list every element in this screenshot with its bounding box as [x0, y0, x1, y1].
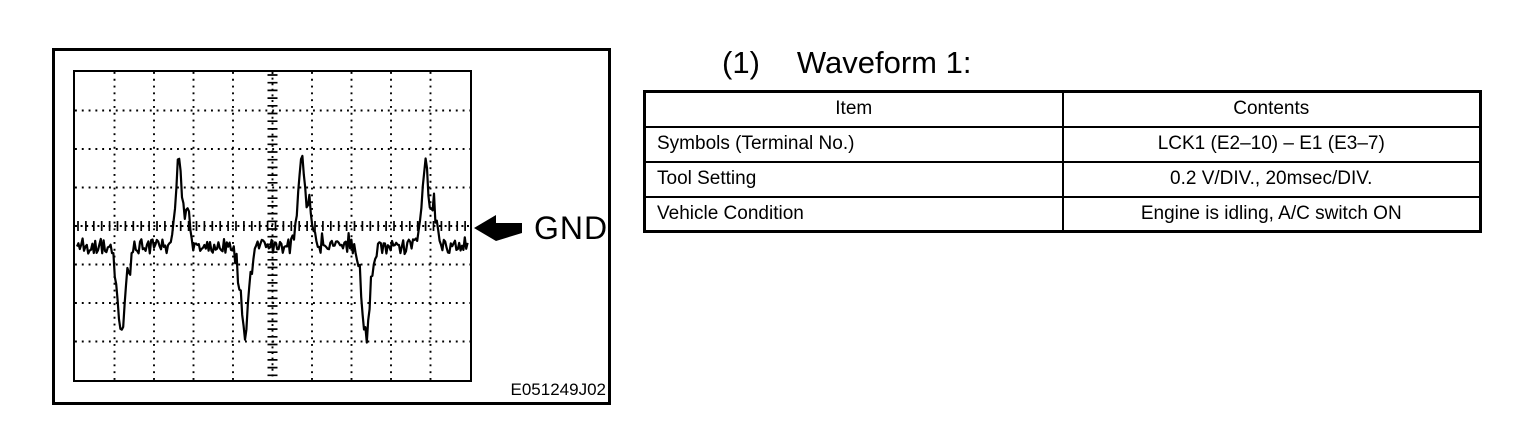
waveform-trace: [75, 154, 469, 344]
contents-cell: 0.2 V/DIV., 20msec/DIV.: [1061, 160, 1482, 198]
item-cell: Symbols (Terminal No.): [643, 125, 1064, 163]
contents-column-header: Contents: [1061, 90, 1482, 128]
table-row: Symbols (Terminal No.) LCK1 (E2–10) – E1…: [643, 125, 1482, 163]
contents-cell: LCK1 (E2–10) – E1 (E3–7): [1061, 125, 1482, 163]
waveform-spec-table: Item Contents Symbols (Terminal No.) LCK…: [643, 90, 1482, 233]
item-column-header: Item: [643, 90, 1064, 128]
table-row: Tool Setting 0.2 V/DIV., 20msec/DIV.: [643, 160, 1482, 198]
table-row: Vehicle Condition Engine is idling, A/C …: [643, 195, 1482, 233]
item-cell: Tool Setting: [643, 160, 1064, 198]
item-cell: Vehicle Condition: [643, 195, 1064, 233]
oscilloscope-display: [73, 70, 472, 382]
gnd-arrow-icon: [474, 215, 522, 241]
scope-svg: [75, 72, 470, 380]
contents-cell: Engine is idling, A/C switch ON: [1061, 195, 1482, 233]
figure-id: E051249J02: [510, 380, 606, 399]
gnd-label: GND: [534, 210, 609, 246]
waveform-figure: GND E051249J02: [52, 48, 611, 405]
section-heading: (1) Waveform 1:: [722, 46, 971, 80]
heading-title: Waveform 1:: [796, 45, 972, 80]
table-header-row: Item Contents: [643, 90, 1482, 128]
heading-number: (1): [722, 45, 760, 80]
